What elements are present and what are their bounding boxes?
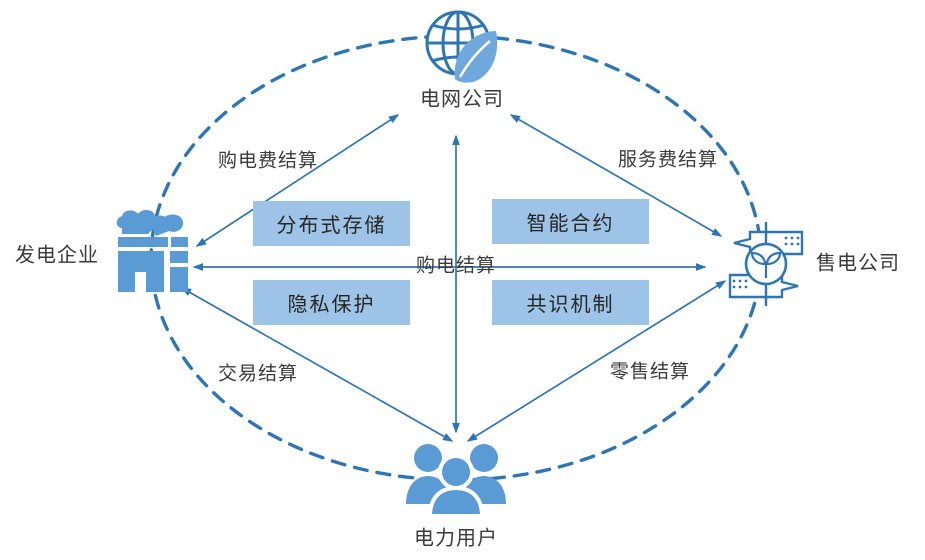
service-fee-settlement-label: 服务费结算 <box>617 149 719 171</box>
users-group-icon <box>406 444 506 518</box>
feature-box-privacy-protection: 隐私保护 <box>253 280 410 325</box>
globe-leaf-icon <box>425 10 498 83</box>
power-plant-icon <box>116 210 188 292</box>
edge-grid-retailer <box>509 114 723 237</box>
purchase-fee-settlement-label: 购电费结算 <box>217 150 319 172</box>
edge-grid-generator <box>195 114 400 247</box>
feature-box-consensus-mechanism: 共识机制 <box>492 280 649 325</box>
energy-exchange-icon <box>728 222 804 306</box>
power-users-label: 电力用户 <box>414 527 498 550</box>
edge-generator-consumer <box>180 287 454 442</box>
retail-settlement-label: 零售结算 <box>609 361 691 383</box>
generation-enterprise-label: 发电企业 <box>15 244 99 267</box>
grid-company-label: 电网公司 <box>420 88 504 111</box>
feature-box-distributed-storage: 分布式存储 <box>253 201 410 246</box>
retail-company-label: 售电公司 <box>816 252 900 275</box>
transaction-settlement-label: 交易结算 <box>217 363 299 385</box>
edge-retailer-consumer <box>466 280 727 442</box>
feature-box-smart-contract: 智能合约 <box>492 199 649 244</box>
purchase-settlement-label: 购电结算 <box>415 255 497 277</box>
